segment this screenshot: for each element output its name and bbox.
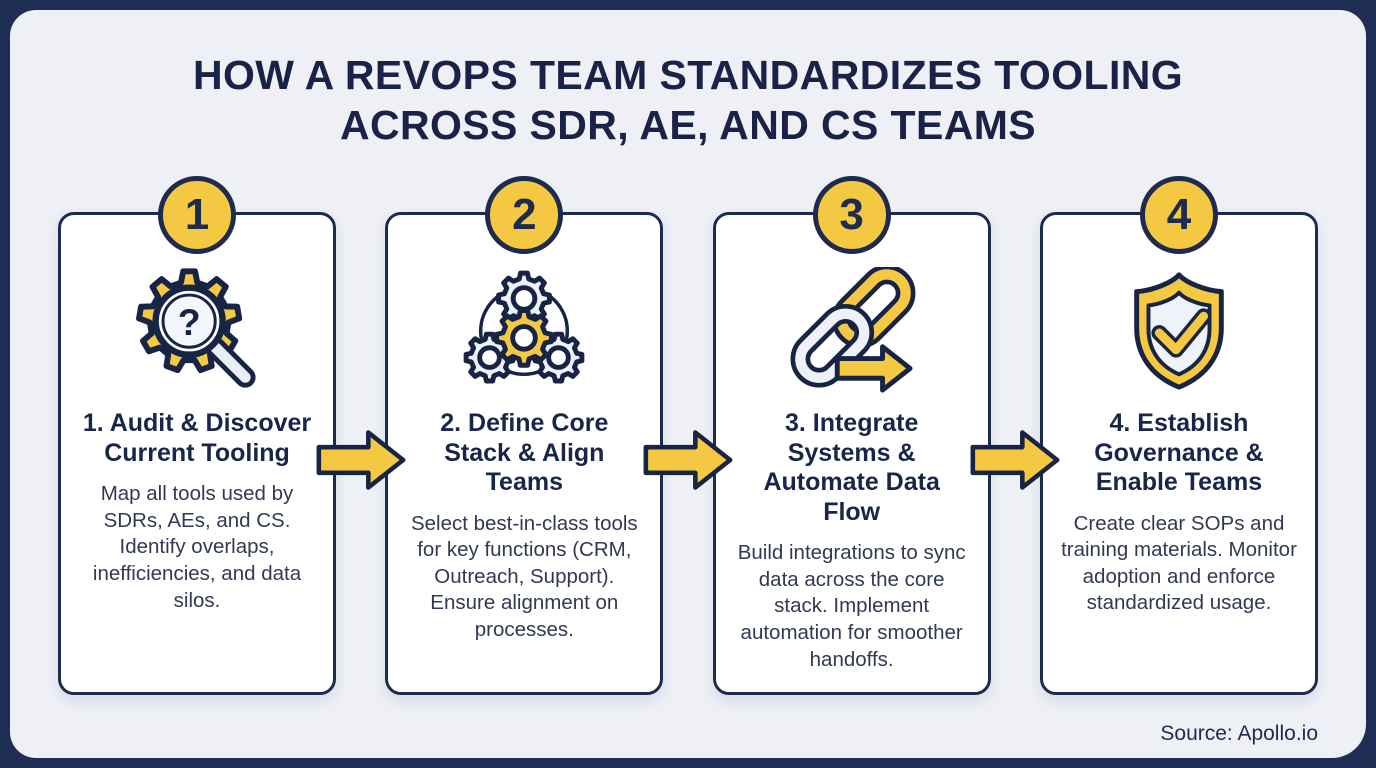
step-number: 3 [839, 190, 864, 239]
step-title: 1. Audit & Discover Current Tooling [82, 409, 312, 467]
step-number-badge: 3 [812, 176, 891, 254]
step-title: 2. Define Core Stack & Align Teams [440, 409, 609, 496]
step-number: 2 [512, 190, 537, 239]
step-description: Select best-in-class tools for key funct… [410, 511, 638, 642]
step-card-4: 4 4. Establish Governance & Enable Teams… [1039, 176, 1318, 695]
chain-link-arrow-icon [790, 267, 916, 393]
flow-arrow-icon [643, 430, 733, 490]
gear-magnifier-icon: ? [136, 268, 256, 388]
steps-row: 1 ? 1. Audit & Discover Current Tooling … [58, 176, 1318, 695]
flow-arrow-icon [970, 430, 1060, 490]
page-title: HOW A REVOPS TEAM STANDARDIZES TOOLING A… [192, 52, 1184, 149]
step-description: Map all tools used by SDRs, AEs, and CS.… [92, 482, 302, 612]
shield-check-icon [1134, 272, 1224, 390]
gears-icon [463, 270, 585, 384]
step-card-3: 3 3. Integrate Systems & Automate Data F… [712, 176, 991, 695]
source-attribution: Source: Apollo.io [1160, 722, 1318, 745]
svg-text:?: ? [178, 301, 201, 343]
step-number-badge: 1 [158, 176, 236, 254]
step-description: Create clear SOPs and training materials… [1061, 511, 1297, 615]
step-title: 4. Establish Governance & Enable Teams [1094, 409, 1264, 496]
step-card-2: 2 2. Define Core Stack & Align Teams Sel… [385, 176, 664, 695]
step-card-1: 1 ? 1. Audit & Discover Current Tooling … [58, 176, 336, 695]
step-number: 4 [1166, 190, 1192, 239]
step-number: 1 [184, 190, 210, 239]
step-number-badge: 2 [485, 176, 564, 254]
flow-arrow-icon [316, 430, 406, 490]
step-number-badge: 4 [1139, 176, 1218, 254]
step-description: Build integrations to sync data across t… [737, 541, 966, 671]
step-title: 3. Integrate Systems & Automate Data Flo… [763, 409, 940, 526]
content-panel: HOW A REVOPS TEAM STANDARDIZES TOOLING A… [10, 10, 1366, 758]
